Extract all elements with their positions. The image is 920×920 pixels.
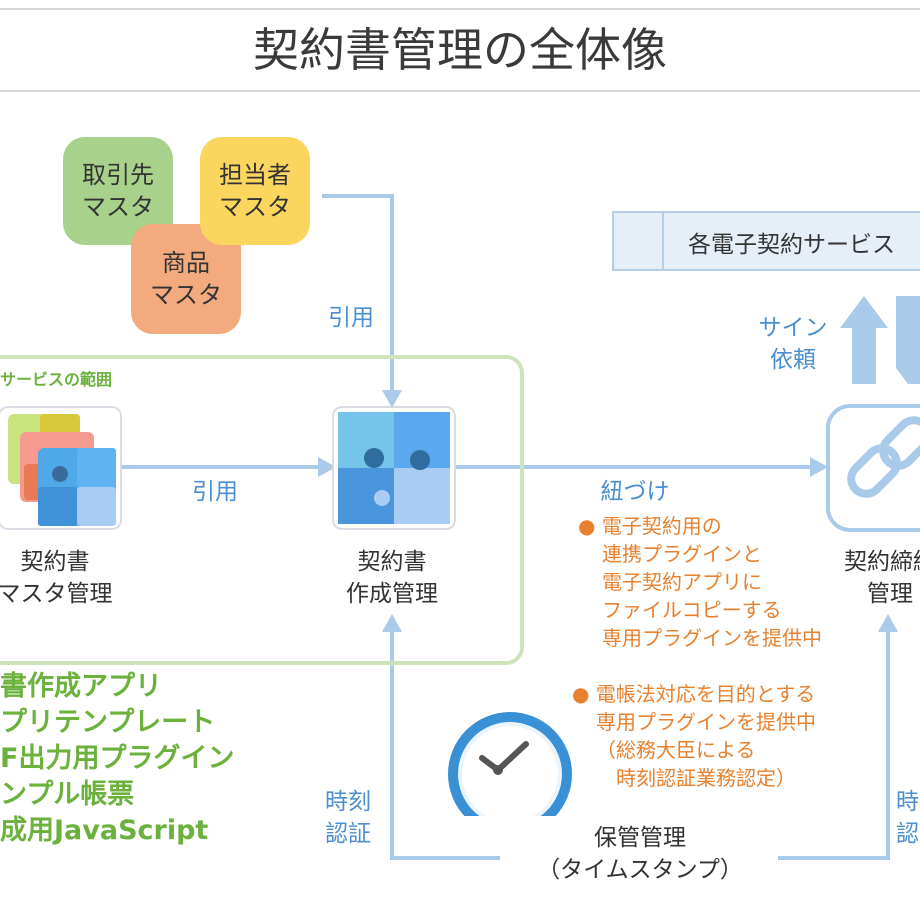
header-bottom-rule — [0, 90, 920, 92]
sign-down-arrow — [896, 296, 920, 384]
torihikisaki-master-tile: 取引先 マスタ — [63, 137, 173, 245]
inyou-label-mid: 引用 — [192, 479, 238, 505]
note-plugins-line: ファイルコピーする — [602, 598, 782, 622]
feature-item: ンプル帳票 — [0, 779, 135, 810]
shouhin-master-tile: 商品 マスタ — [131, 224, 241, 334]
arrowhead-right-1 — [318, 457, 336, 477]
arrowhead-right-2 — [810, 457, 828, 477]
note-plugins-line: ● 電子契約用の — [578, 514, 722, 538]
tantousha-master-tile: 担当者 マスタ — [200, 137, 310, 245]
creation-mgmt-puzzle-icon — [332, 406, 456, 530]
master-mgmt-label: 契約書 マスタ管理 — [0, 549, 113, 607]
feature-item: 書作成アプリ — [0, 671, 162, 702]
services-box: 各電子契約サービス — [612, 211, 920, 271]
link-icon — [826, 404, 920, 532]
header-top-rule — [0, 8, 920, 10]
note-plugins-line: 連携プラグインと — [602, 542, 762, 566]
feature-item: プリテンプレート — [0, 707, 216, 738]
arrowhead-down — [382, 390, 402, 408]
jikoku-label-left: 時刻 認証 — [325, 789, 371, 847]
page-title: 契約書管理の全体像 — [253, 23, 667, 77]
note-timestamp-line: （総務大臣による — [596, 738, 756, 762]
note-plugins-line: 電子契約アプリに — [602, 570, 762, 594]
storage-mgmt-label: 保管管理 （タイムスタンプ） — [537, 825, 743, 883]
note-timestamp-line: ● 電帳法対応を目的とする — [572, 682, 816, 706]
feature-item: 成用JavaScript — [0, 815, 209, 846]
note-timestamp-line: 専用プラグインを提供中 — [596, 710, 816, 734]
feature-item: F出力用プラグイン — [0, 743, 235, 774]
arrow-storage-to-conclusion — [778, 630, 890, 860]
inyou-label-top: 引用 — [328, 305, 374, 331]
arrowhead-up-right — [878, 614, 898, 632]
arrow-storage-to-creation — [390, 630, 500, 860]
sign-request-label: サイン 依頼 — [758, 315, 828, 373]
master-mgmt-puzzle-icon — [0, 406, 122, 530]
clock-icon — [448, 712, 572, 816]
arrowhead-up-left — [382, 614, 402, 632]
arrow-master-to-creation — [322, 194, 394, 390]
jikoku-label-right: 時 認 — [896, 789, 919, 847]
services-box-divider — [662, 213, 664, 269]
himoduke-label: 紐づけ — [600, 479, 670, 505]
conclusion-mgmt-label: 契約締結 管理 — [844, 549, 920, 607]
note-plugins-line: 専用プラグインを提供中 — [602, 626, 822, 650]
note-timestamp-line: 時刻認証業務認定） — [616, 766, 796, 790]
service-scope-box — [0, 355, 524, 665]
sign-up-arrow — [840, 296, 888, 384]
services-box-label: 各電子契約サービス — [688, 232, 895, 258]
service-scope-label: サービスの範囲 — [0, 370, 113, 389]
creation-mgmt-label: 契約書 作成管理 — [346, 549, 438, 607]
